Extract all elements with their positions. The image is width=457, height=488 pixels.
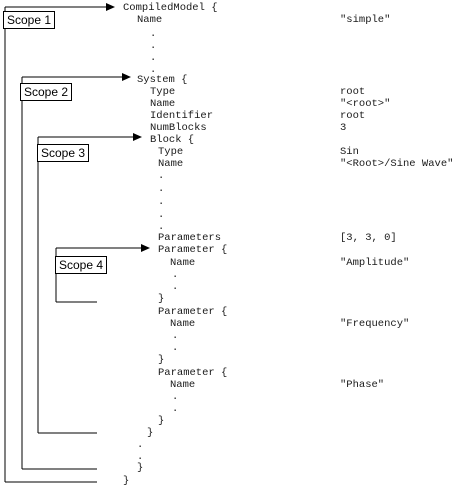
- parameter-close: }: [158, 415, 165, 427]
- parameters-value: [3, 3, 0]: [340, 232, 397, 244]
- block-key: Type: [158, 146, 184, 158]
- scope-4-arrow-icon: [141, 244, 150, 252]
- scope-1-label: Scope 1: [3, 11, 56, 29]
- system-close: }: [137, 462, 144, 474]
- block-open: Block {: [150, 134, 195, 146]
- ellipsis-dot: .: [172, 403, 179, 415]
- system-value: root: [340, 86, 366, 98]
- scope-2-label: Scope 2: [20, 83, 73, 101]
- parameter-name-key: Name: [170, 318, 196, 330]
- scope-2-arrow-icon: [122, 73, 131, 81]
- ellipsis-dot: .: [137, 451, 144, 463]
- ellipsis-dot: .: [150, 28, 157, 40]
- ellipsis-dot: .: [158, 170, 165, 182]
- parameter-name-value: "Amplitude": [340, 257, 410, 269]
- block-close: }: [147, 427, 154, 439]
- parameter-open: Parameter {: [158, 367, 228, 379]
- ellipsis-dot: .: [158, 221, 165, 233]
- parameter-open: Parameter {: [158, 244, 228, 256]
- system-value: root: [340, 110, 366, 122]
- model-name-key: Name: [137, 14, 163, 26]
- ellipsis-dot: .: [150, 40, 157, 52]
- compiled-model-close: }: [123, 475, 130, 487]
- ellipsis-dot: .: [172, 330, 179, 342]
- compiled-model-open: CompiledModel {: [123, 2, 218, 14]
- parameter-open: Parameter {: [158, 306, 228, 318]
- ellipsis-dot: .: [158, 196, 165, 208]
- parameter-name-key: Name: [170, 379, 196, 391]
- system-key: Identifier: [150, 110, 214, 122]
- block-value: Sin: [340, 146, 359, 158]
- ellipsis-dot: .: [150, 64, 157, 76]
- ellipsis-dot: .: [172, 391, 179, 403]
- system-value: 3: [340, 122, 347, 134]
- scope-3-arrow-icon: [133, 133, 142, 141]
- parameter-name-value: "Phase": [340, 379, 385, 391]
- ellipsis-dot: .: [137, 439, 144, 451]
- system-key: Name: [150, 98, 176, 110]
- scope-1-arrow-icon: [106, 3, 115, 11]
- block-value: "<Root>/Sine Wave": [340, 158, 454, 170]
- scope-4-label: Scope 4: [55, 256, 108, 274]
- parameter-name-value: "Frequency": [340, 318, 410, 330]
- ellipsis-dot: .: [172, 281, 179, 293]
- parameters-key: Parameters: [158, 232, 222, 244]
- parameter-name-key: Name: [170, 257, 196, 269]
- block-key: Name: [158, 158, 184, 170]
- ellipsis-dot: .: [172, 269, 179, 281]
- parameter-close: }: [158, 293, 165, 305]
- system-key: Type: [150, 86, 176, 98]
- scope-3-label: Scope 3: [37, 144, 90, 162]
- ellipsis-dot: .: [158, 183, 165, 195]
- system-open: System {: [137, 74, 188, 86]
- ellipsis-dot: .: [150, 52, 157, 64]
- system-key: NumBlocks: [150, 122, 207, 134]
- model-name-value: "simple": [340, 14, 391, 26]
- ellipsis-dot: .: [158, 209, 165, 221]
- parameter-close: }: [158, 354, 165, 366]
- system-value: "<root>": [340, 98, 391, 110]
- ellipsis-dot: .: [172, 342, 179, 354]
